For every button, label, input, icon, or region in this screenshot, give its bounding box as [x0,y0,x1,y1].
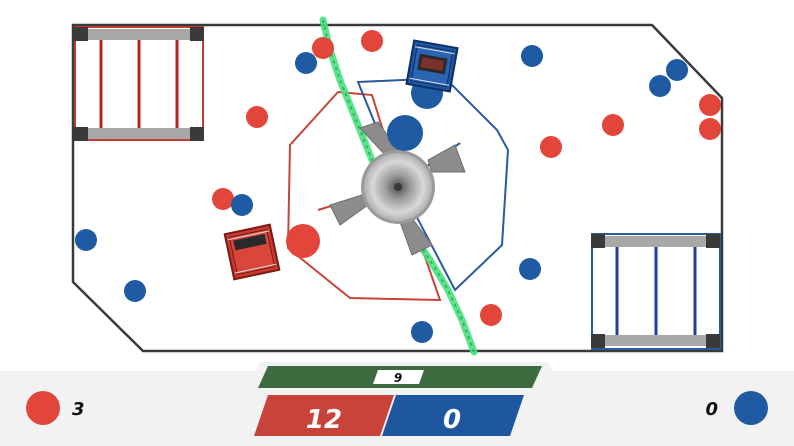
central-hub [329,121,466,256]
timer-text: 9 [394,371,402,385]
red-zone [286,90,442,302]
red-ball [699,94,721,116]
red-ball [212,188,234,210]
blue-ball [75,229,97,251]
red-ball [312,37,334,59]
blue-ball [124,280,146,302]
blue-ball [295,52,317,74]
blue-score-panel [382,395,524,436]
red-ball [602,114,624,136]
timer-box [373,370,424,384]
red-balls-held: 3 [72,399,85,420]
blue-ball [411,321,433,343]
red-balls [212,30,721,326]
red-ball [286,224,320,258]
blue-ball [231,194,253,216]
red-ball [540,136,562,158]
red-ball [699,118,721,140]
hud: 9 12 0 3 0 [0,362,794,446]
blue-ball-icon [734,391,768,425]
blue-balls [75,45,688,343]
blue-score-text: 0 [443,405,461,435]
blue-ball [521,45,543,67]
red-rack [74,26,204,141]
red-ball [480,304,502,326]
blue-ball [387,115,423,151]
blue-rack [591,233,721,350]
blue-ball [519,258,541,280]
blue-robot[interactable] [405,39,459,93]
red-ball-icon [26,391,60,425]
blue-balls-held: 0 [705,399,718,420]
red-score-panel [254,395,394,436]
red-ball [361,30,383,52]
blue-ball [666,59,688,81]
blue-ball [649,75,671,97]
red-robot[interactable] [223,223,281,281]
red-score-text: 12 [306,405,342,435]
red-ball [246,106,268,128]
